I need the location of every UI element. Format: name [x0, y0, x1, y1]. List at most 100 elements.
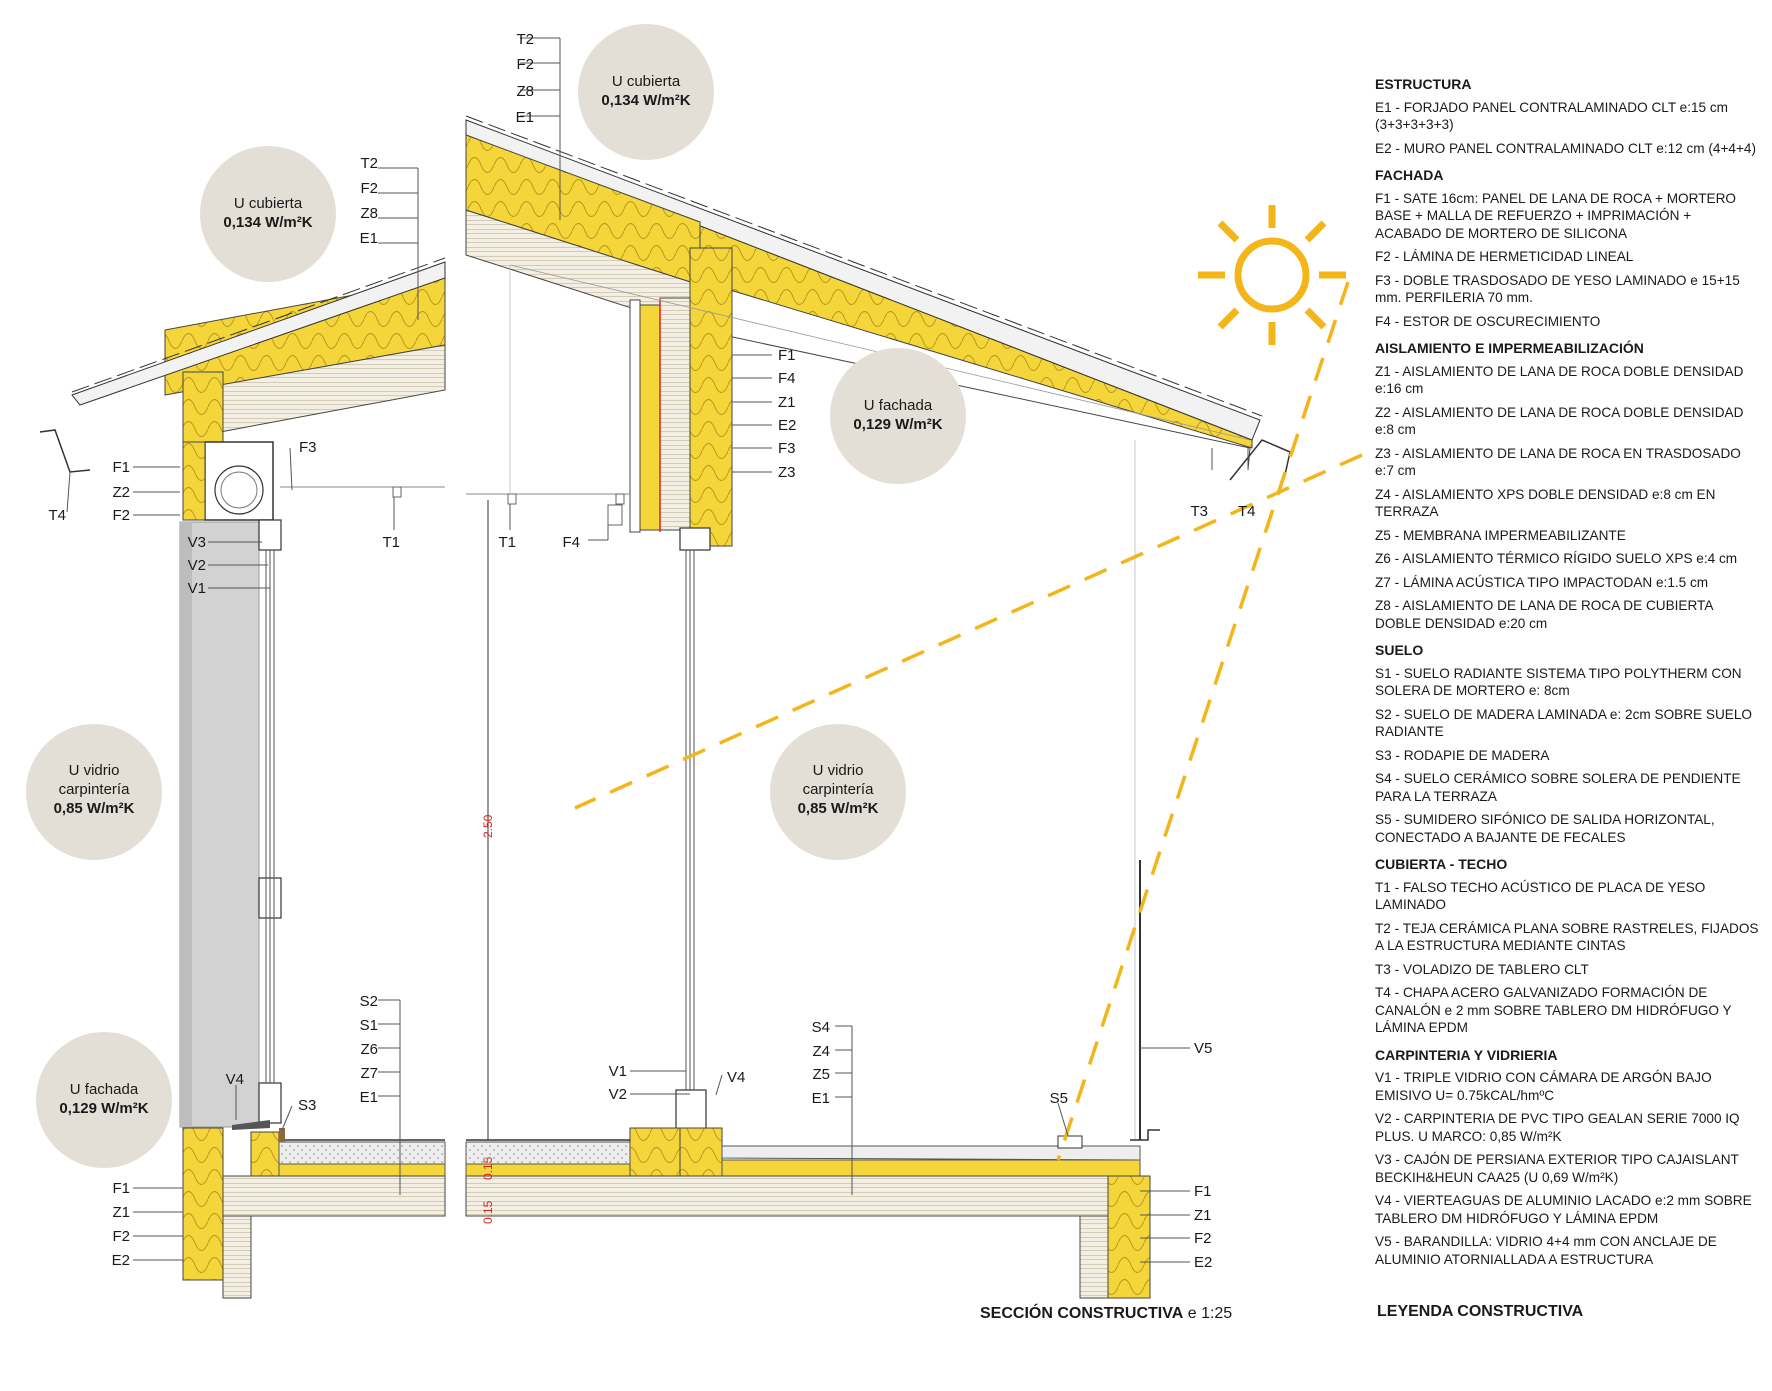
svg-text:carpintería: carpintería: [59, 781, 131, 798]
callout-label: Z3: [778, 464, 796, 481]
callout-label: Z7: [360, 1065, 378, 1082]
right-gutter: [1229, 439, 1291, 481]
right-roof-tile-line: [465, 115, 1263, 417]
left-ceiling-hanger: [392, 486, 402, 498]
callout-label: T2: [516, 31, 534, 48]
svg-text:U fachada: U fachada: [864, 397, 933, 414]
legend-item: T4 - CHAPA ACERO GALVANIZADO FORMACIÓN D…: [1375, 985, 1732, 1035]
left-floor-clt: [222, 1175, 446, 1217]
svg-text:U cubierta: U cubierta: [234, 195, 303, 212]
left-shutter-roll-inner: [220, 471, 258, 509]
legend-section-title: CUBIERTA - TECHO: [1375, 856, 1508, 872]
right-ceiling-hanger-2: [615, 493, 625, 505]
legend-item: V3 - CAJÓN DE PERSIANA EXTERIOR TIPO CAJ…: [1375, 1152, 1739, 1185]
right-ceiling-hanger-1: [507, 493, 517, 505]
callout-label: V4: [226, 1071, 244, 1088]
right-blind-case: [607, 504, 623, 526]
callout-label: V4: [727, 1069, 745, 1086]
bubble-u-fachada-left: U fachada 0,129 W/m²K: [36, 1032, 172, 1168]
callout-label: E2: [778, 417, 796, 434]
legend-item: T2 - TEJA CERÁMICA PLANA SOBRE RASTRELES…: [1375, 920, 1759, 954]
left-exterior-blind: [179, 521, 260, 1128]
callout-label: Z1: [112, 1204, 130, 1221]
callout-label: S4: [812, 1019, 830, 1036]
leader-lines: [66, 37, 1249, 1263]
bubble-u-fachada-mid: U fachada 0,129 W/m²K: [830, 348, 966, 484]
callout-label: F1: [778, 347, 796, 364]
terrace-drain: [1057, 1135, 1083, 1149]
bubble-u-cubierta-left: U cubierta 0,134 W/m²K: [200, 146, 336, 282]
svg-text:0,134 W/m²K: 0,134 W/m²K: [223, 214, 312, 231]
left-exterior-blind-shade: [180, 522, 192, 1127]
callout-label: Z8: [516, 83, 534, 100]
legend-item: Z5 - MEMBRANA IMPERMEABILIZANTE: [1375, 527, 1626, 543]
callout-label: S2: [360, 993, 378, 1010]
callout-label: F3: [778, 440, 796, 457]
callout-label: Z4: [812, 1043, 830, 1060]
legend-item: V2 - CARPINTERIA DE PVC TIPO GEALAN SERI…: [1375, 1111, 1740, 1144]
legend-section-title: FACHADA: [1375, 167, 1444, 183]
legend-item: S3 - RODAPIE DE MADERA: [1375, 747, 1550, 763]
svg-text:0,134 W/m²K: 0,134 W/m²K: [601, 92, 690, 109]
callout-label: V2: [609, 1086, 627, 1103]
legend-section-title: AISLAMIENTO E IMPERMEABILIZACIÓN: [1375, 340, 1644, 356]
legend-item: Z8 - AISLAMIENTO DE LANA DE ROCA DE CUBI…: [1375, 598, 1713, 631]
right-bottom-wall-clt: [1079, 1215, 1109, 1299]
left-floor-edge-insulation: [250, 1131, 280, 1179]
callout-labels: T2 F2 Z8 E1 F1 Z2 F2 T4 F3 T1 V3 V2 V1 S…: [48, 31, 1255, 1271]
callout-label: Z8: [360, 205, 378, 222]
right-wall-clt: [659, 297, 691, 531]
legend-item: E1 - FORJADO PANEL CONTRALAMINADO CLT e:…: [1375, 99, 1729, 133]
sun-icon: [1198, 205, 1346, 345]
dimension-floor-2: 0.15: [481, 1156, 495, 1180]
callout-label: F2: [112, 507, 130, 524]
legend-item: T3 - VOLADIZO DE TABLERO CLT: [1375, 961, 1589, 977]
callout-label: E1: [360, 230, 378, 247]
left-detail: [39, 257, 446, 1281]
callout-label: F3: [299, 439, 317, 456]
dimension-floor: 0.15: [481, 1200, 495, 1224]
right-detail: [222, 115, 1291, 1299]
legend-item: F1 - SATE 16cm: PANEL DE LANA DE ROCA + …: [1375, 190, 1736, 241]
svg-text:carpintería: carpintería: [803, 781, 875, 798]
left-window-frame-bottom: [258, 1082, 282, 1124]
legend-item: Z4 - AISLAMIENTO XPS DOBLE DENSIDAD e:8 …: [1375, 486, 1716, 520]
callout-label: F1: [1194, 1183, 1212, 1200]
callout-label: Z1: [1194, 1207, 1212, 1224]
left-floor-wall-insulation: [182, 1127, 224, 1281]
section-title: SECCIÓN CONSTRUCTIVA e 1:25: [980, 1305, 1232, 1323]
left-wall-head-outer: [182, 441, 206, 521]
bubble-u-cubierta-right: U cubierta 0,134 W/m²K: [578, 24, 714, 160]
legend-item: S1 - SUELO RADIANTE SISTEMA TIPO POLYTHE…: [1375, 665, 1742, 699]
bubble-u-vidrio-left: U vidrio carpintería 0,85 W/m²K: [26, 724, 162, 860]
svg-text:0,85 W/m²K: 0,85 W/m²K: [54, 800, 135, 817]
legend-item: Z1 - AISLAMIENTO DE LANA DE ROCA DOBLE D…: [1375, 363, 1744, 397]
sun-ray-winter: [574, 453, 1363, 810]
legend-item: T1 - FALSO TECHO ACÚSTICO DE PLACA DE YE…: [1375, 879, 1706, 913]
callout-label: F2: [1194, 1230, 1212, 1247]
legend-title: LEYENDA CONSTRUCTIVA: [1377, 1303, 1584, 1320]
legend-item: S4 - SUELO CERÁMICO SOBRE SOLERA DE PEND…: [1375, 771, 1741, 804]
svg-text:0,129 W/m²K: 0,129 W/m²K: [853, 416, 942, 433]
legend-section-title: CARPINTERIA Y VIDRIERIA: [1375, 1046, 1558, 1063]
svg-text:U vidrio: U vidrio: [813, 762, 864, 779]
callout-label: F1: [112, 1180, 130, 1197]
section-title-text: SECCIÓN CONSTRUCTIVA: [980, 1305, 1184, 1322]
callout-label: T1: [382, 534, 400, 551]
callout-label: T4: [48, 507, 66, 524]
legend-item: Z3 - AISLAMIENTO DE LANA DE ROCA EN TRAS…: [1375, 445, 1741, 479]
right-floor-threshold: [679, 1127, 723, 1179]
svg-text:0,129 W/m²K: 0,129 W/m²K: [59, 1100, 148, 1117]
svg-text:U cubierta: U cubierta: [612, 73, 681, 90]
legend-item: F4 - ESTOR DE OSCURECIMIENTO: [1375, 313, 1601, 329]
left-shutter-roll: [214, 465, 264, 515]
left-skirting: [279, 1128, 285, 1142]
legend-section-title: ESTRUCTURA: [1375, 76, 1472, 92]
terrace-xps: [721, 1159, 1141, 1177]
left-floor-acoustic: [278, 1163, 446, 1177]
callout-label: E2: [1194, 1254, 1212, 1271]
terrace-railing-base: [1130, 1129, 1160, 1141]
callout-label: F2: [360, 180, 378, 197]
right-wall-insulation: [689, 247, 733, 547]
callout-label: V2: [188, 557, 206, 574]
